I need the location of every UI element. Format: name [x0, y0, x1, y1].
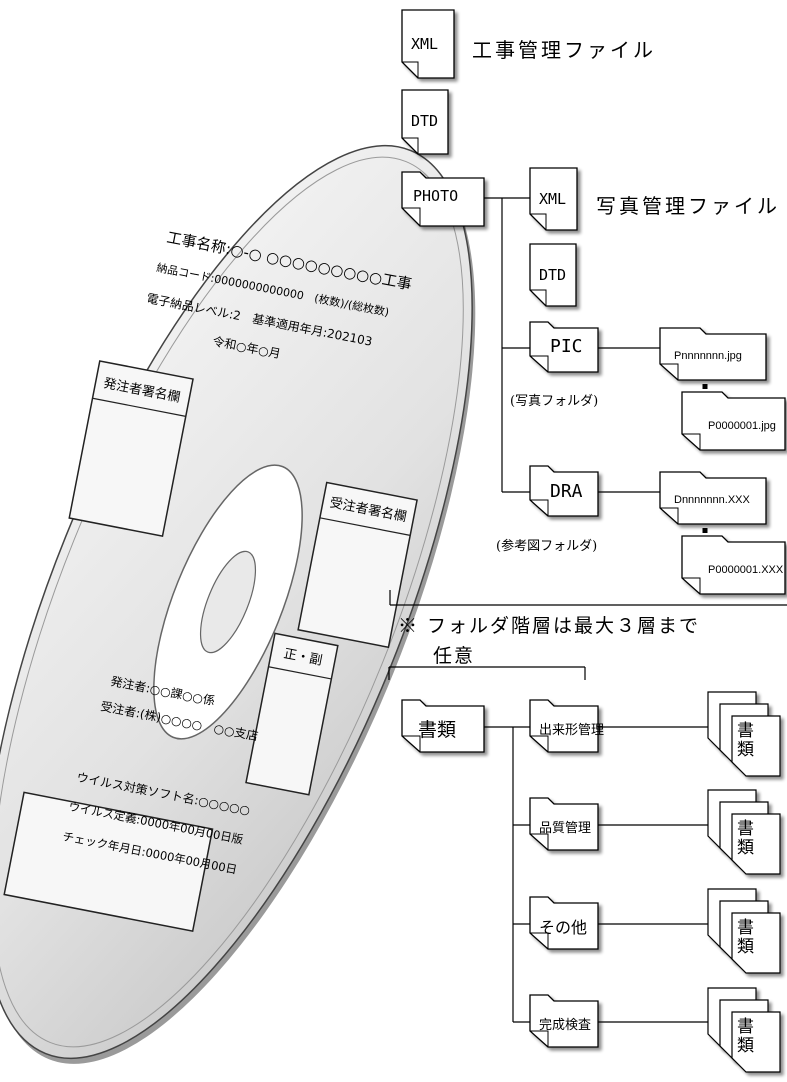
subfolder-icon-3 — [529, 896, 599, 950]
photo-folder-label: PHOTO — [413, 187, 459, 205]
photo-file-label: 写真管理ファイル — [596, 194, 780, 218]
photo-dtd-label: DTD — [539, 266, 567, 284]
folder-depth-note: ※ フォルダ階層は最大３層まで — [398, 615, 701, 637]
pic-file-folder-2 — [681, 391, 786, 451]
subfolder-icon-4 — [529, 994, 599, 1048]
dra-file-folder-1 — [659, 471, 767, 525]
pic-folder-icon — [529, 321, 599, 373]
subfolder-icon-1 — [529, 699, 599, 753]
orderer-sign-box — [68, 360, 194, 538]
optional-label: 任意 — [433, 645, 476, 667]
pic-folder-label: PIC — [550, 336, 583, 357]
pic-file-folder-1 — [659, 327, 767, 381]
document-stack-1 — [707, 691, 781, 777]
construction-file-label: 工事管理ファイル — [472, 38, 656, 62]
dra-file-2-label: P0000001.XXX — [708, 564, 784, 576]
pic-file-2-label: P0000001.jpg — [708, 420, 776, 432]
xml-file-label: XML — [411, 35, 439, 53]
dra-folder-label: DRA — [550, 481, 583, 502]
docs-folder-icon — [401, 699, 485, 753]
pic-file-1-label: Pnnnnnnn.jpg — [674, 350, 742, 362]
document-stack-2-label: 書類 — [737, 819, 754, 858]
photo-xml-label: XML — [539, 190, 567, 208]
dra-folder-icon — [529, 465, 599, 517]
subfolder-label-3: その他 — [539, 918, 588, 937]
document-stack-1-label: 書類 — [737, 721, 754, 760]
document-stack-2 — [707, 789, 781, 875]
copy-type-label: 正・副 — [282, 647, 323, 669]
dra-file-folder-2 — [681, 535, 786, 595]
document-stack-3-label: 書類 — [737, 918, 754, 957]
subfolder-label-1: 出来形管理 — [539, 723, 605, 738]
subfolder-label-2: 品質管理 — [539, 821, 592, 836]
disc-rim — [0, 156, 464, 1048]
contractor-sign-box — [297, 481, 418, 649]
dtd-file-label: DTD — [411, 112, 439, 130]
pic-folder-caption: (写真フォルダ) — [510, 394, 599, 409]
document-stack-4 — [707, 987, 781, 1073]
subfolder-icon-2 — [529, 797, 599, 851]
dra-file-1-label: Dnnnnnnn.XXX — [674, 494, 750, 506]
dra-folder-caption: (参考図フォルダ) — [496, 539, 598, 554]
virus-check-box — [3, 791, 214, 933]
subfolder-label-4: 完成検査 — [539, 1018, 592, 1033]
disc-center-hole — [199, 550, 257, 654]
photo-folder-icon — [401, 171, 485, 227]
document-stack-4-label: 書類 — [737, 1017, 754, 1056]
document-stack-3 — [707, 888, 781, 974]
docs-folder-label: 書類 — [418, 719, 457, 741]
copy-type-box — [245, 632, 339, 796]
xml-file-icon — [401, 9, 455, 79]
